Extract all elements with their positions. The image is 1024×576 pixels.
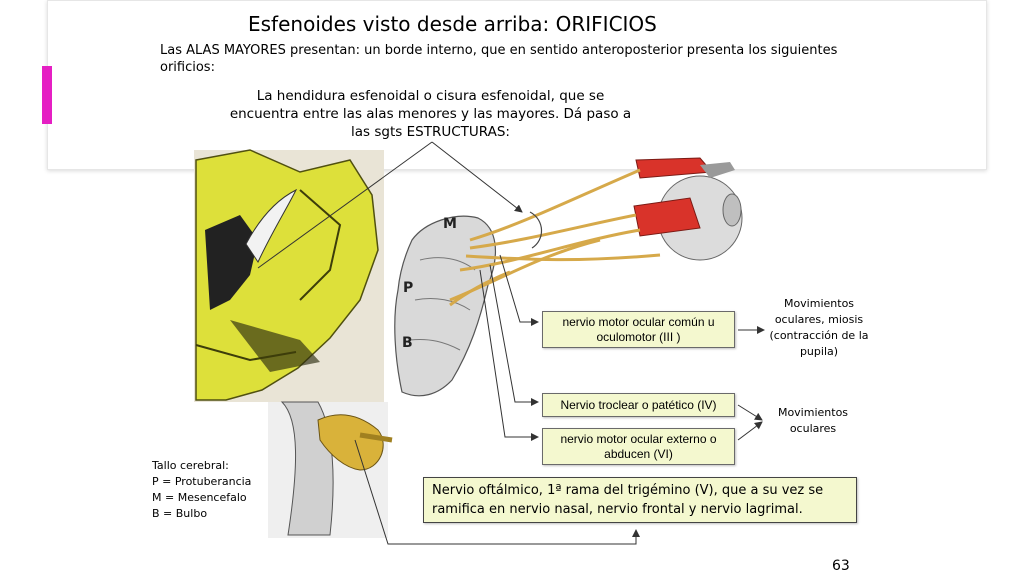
eyeball-image	[633, 157, 743, 261]
page-number: 63	[832, 558, 850, 574]
brainstem-image	[394, 215, 497, 397]
letter-p: P	[403, 280, 413, 296]
trigeminal-detail-image	[268, 401, 393, 538]
pointer-lines	[257, 141, 765, 545]
legend-title: Tallo cerebral:	[152, 459, 229, 472]
nerve-box-troclear: Nervio troclear o patético (IV)	[542, 393, 735, 417]
function-label-oculomotor: Movimientos oculares, miosis (contracció…	[769, 297, 869, 358]
nerve-box-abducen: nervio motor ocular externo o abducen (V…	[542, 428, 735, 465]
letter-m: M	[443, 216, 457, 232]
legend-item-m: M = Mesencefalo	[152, 491, 247, 504]
nerve-box-ophthalmic: Nervio oftálmico, 1ª rama del trigémino …	[423, 477, 857, 523]
slide-title: Esfenoides visto desde arriba: ORIFICIOS	[248, 12, 657, 36]
slide-card	[47, 0, 987, 170]
accent-bar	[42, 66, 52, 124]
brainstem-legend: Tallo cerebral: P = Protuberancia M = Me…	[152, 458, 251, 522]
nerve-box-oculomotor: nervio motor ocular común u oculomotor (…	[542, 311, 735, 348]
nerve-bundle	[449, 168, 661, 307]
legend-item-p: P = Protuberancia	[152, 475, 252, 488]
fissure-description: La hendidura esfenoidal o cisura esfenoi…	[229, 88, 632, 140]
legend-item-b: B = Bulbo	[152, 507, 208, 520]
function-label-ocular-movements: Movimientos oculares	[777, 406, 849, 435]
sphenoid-bone-image	[194, 149, 384, 402]
letter-b: B	[402, 335, 413, 351]
intro-text: Las ALAS MAYORES presentan: un borde int…	[160, 43, 838, 75]
